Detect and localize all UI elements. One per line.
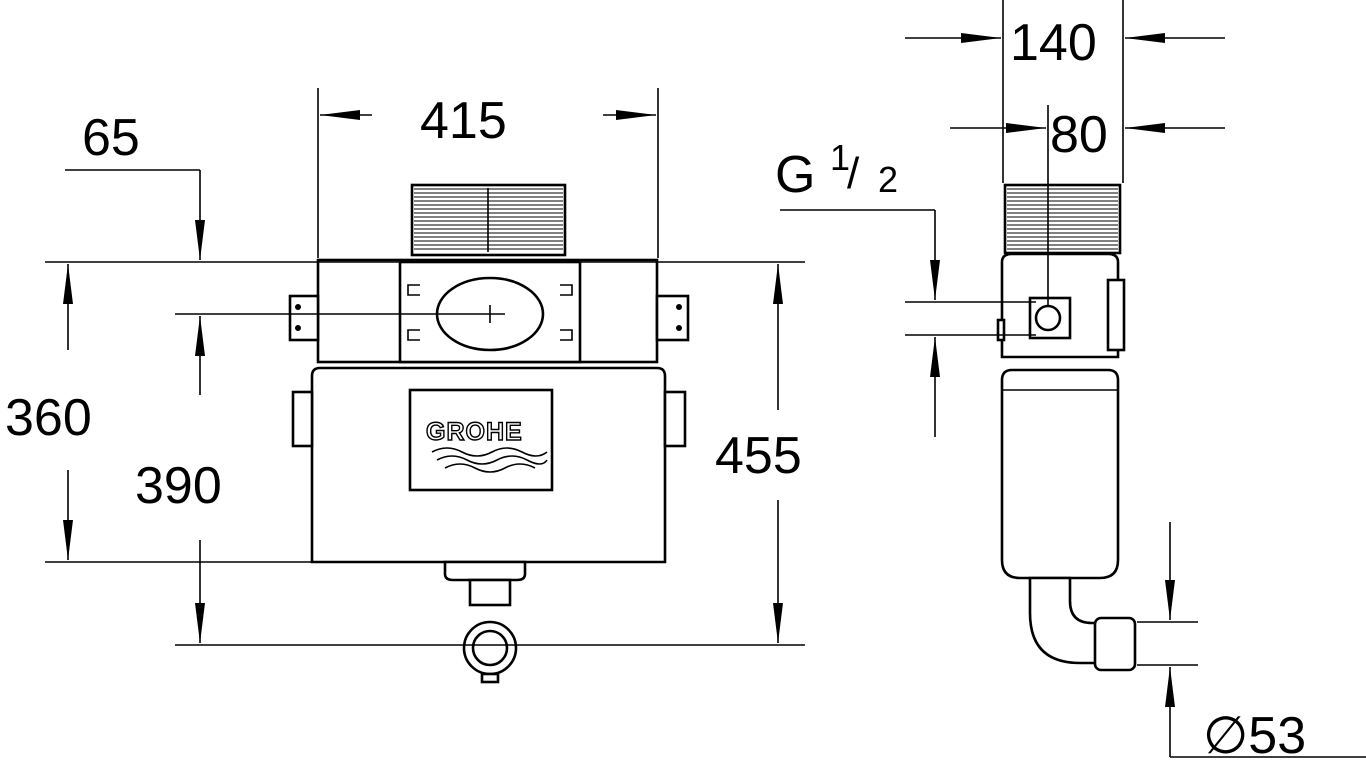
thread-g-half-label: G 1 / 2	[775, 137, 898, 204]
grohe-logo: GROHE	[426, 418, 523, 446]
right-upper-bracket	[655, 294, 690, 342]
dim-415-label: 415	[420, 92, 507, 150]
svg-text:2: 2	[878, 159, 898, 200]
left-upper-bracket	[288, 294, 320, 342]
outlet-collar	[443, 560, 527, 582]
right-lower-bracket	[663, 390, 687, 448]
dim-diameter-53-label: ∅53	[1203, 707, 1306, 765]
left-lower-bracket	[291, 390, 314, 448]
dim-455-label: 455	[715, 427, 802, 485]
side-dimension-lines	[780, 0, 1366, 758]
dim-390-label: 390	[135, 457, 222, 515]
svg-text:G: G	[775, 146, 815, 204]
outlet-pipe	[468, 578, 512, 607]
side-outlet-coupler	[1093, 616, 1137, 672]
dim-65-label: 65	[82, 109, 140, 167]
dim-140-label: 140	[1010, 14, 1097, 72]
side-view	[996, 183, 1137, 672]
side-inlet	[1034, 304, 1062, 332]
dim-80-label: 80	[1050, 106, 1108, 164]
grohe-logo-panel	[408, 388, 554, 492]
front-dimension-lines	[45, 88, 805, 646]
top-grille	[410, 183, 567, 257]
svg-text:/: /	[847, 149, 860, 198]
svg-text:1: 1	[830, 137, 850, 178]
front-view: GROHE	[175, 183, 690, 684]
dim-360-label: 360	[5, 389, 92, 447]
side-tank-body	[1000, 368, 1120, 580]
side-outlet-bend	[1028, 576, 1102, 665]
side-grille	[1003, 183, 1122, 255]
